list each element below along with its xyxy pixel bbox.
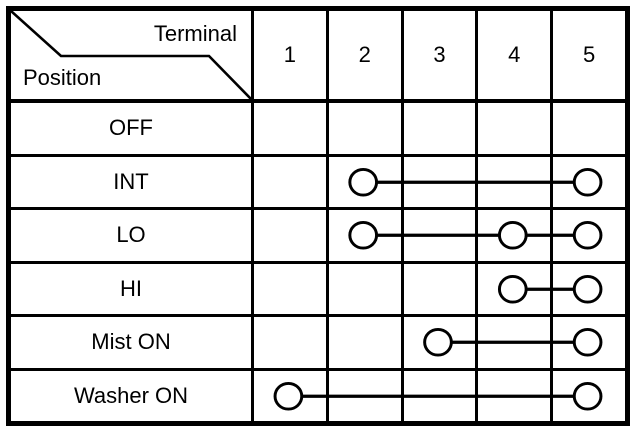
position-label: OFF: [109, 115, 153, 141]
position-label-cell: INT: [11, 157, 251, 208]
terminal-cell: [251, 156, 326, 207]
terminal-column-header: 2: [325, 11, 401, 99]
continuity-circle: [572, 220, 603, 250]
connection-cells: [251, 263, 625, 314]
diagonal-divider: [11, 11, 251, 99]
continuity-circle: [572, 167, 603, 197]
terminal-axis-label: Terminal: [153, 21, 237, 46]
table-row: Mist ON: [11, 314, 625, 368]
position-label: HI: [120, 275, 142, 301]
terminal-cell: [251, 263, 326, 314]
continuity-connector: [423, 327, 603, 357]
continuity-circle: [348, 167, 379, 197]
table-body: OFF INT LO HI Mist ON Washer ON: [11, 103, 625, 421]
terminal-number: 3: [433, 42, 446, 67]
terminal-headers: 1 2 3 4 5: [251, 11, 625, 99]
continuity-circle: [497, 274, 528, 304]
terminal-cell: [550, 103, 625, 154]
terminal-cell: [325, 103, 401, 154]
connection-cells: [251, 103, 625, 154]
continuity-circle: [572, 274, 603, 304]
table-row: Washer ON: [11, 367, 625, 422]
table-row: INT: [11, 153, 625, 208]
position-label-cell: Washer ON: [11, 371, 251, 422]
terminal-cell: [325, 263, 401, 314]
terminal-position-table: Terminal Position 1 2 3 4 5 OFF INT LO: [6, 6, 630, 426]
terminal-number: 5: [582, 42, 596, 67]
terminal-cell: [251, 317, 326, 368]
connection-cells: [251, 210, 625, 261]
continuity-connector: [273, 381, 603, 411]
table-row: OFF: [11, 103, 625, 154]
terminal-cell: [400, 263, 476, 314]
position-label-cell: HI: [11, 264, 251, 315]
terminal-cell: [475, 103, 550, 154]
terminal-cell: [251, 103, 326, 154]
connection-cells: [251, 156, 625, 207]
position-label-cell: OFF: [11, 103, 251, 154]
position-label: Mist ON: [91, 329, 171, 355]
table-row: HI: [11, 260, 625, 315]
position-label: LO: [116, 222, 146, 248]
continuity-circle: [423, 327, 453, 357]
terminal-cell: [251, 370, 326, 421]
terminal-cell: [251, 210, 326, 261]
table-row: LO: [11, 207, 625, 261]
terminal-number: 1: [283, 42, 297, 67]
connection-cells: [251, 370, 625, 421]
position-label: INT: [113, 168, 149, 194]
terminal-number: 4: [508, 42, 521, 67]
table-header-row: Terminal Position 1 2 3 4 5: [11, 11, 625, 103]
terminal-cell: [325, 156, 401, 207]
position-label-cell: LO: [11, 210, 251, 261]
terminal-cell: [325, 317, 401, 368]
continuity-circle: [572, 327, 603, 357]
connection-cells: [251, 317, 625, 368]
continuity-connector: [348, 167, 603, 197]
terminal-column-header: 1: [251, 11, 326, 99]
continuity-circle: [273, 381, 304, 411]
corner-cell: Terminal Position: [11, 11, 251, 99]
position-axis-label: Position: [23, 65, 102, 90]
terminal-column-header: 4: [475, 11, 550, 99]
continuity-connector: [251, 103, 625, 154]
continuity-circle: [572, 381, 603, 411]
terminal-number: 2: [358, 42, 371, 67]
terminal-cell: [325, 210, 401, 261]
terminal-column-header: 3: [400, 11, 476, 99]
position-label: Washer ON: [73, 382, 189, 408]
continuity-connector: [497, 274, 603, 304]
terminal-column-header: 5: [550, 11, 625, 99]
continuity-connector: [348, 220, 603, 250]
terminal-cell: [400, 317, 476, 368]
continuity-circle: [497, 220, 528, 250]
terminal-cell: [400, 103, 476, 154]
terminal-cell: [475, 263, 550, 314]
continuity-circle: [348, 220, 379, 250]
position-label-cell: Mist ON: [11, 317, 251, 368]
